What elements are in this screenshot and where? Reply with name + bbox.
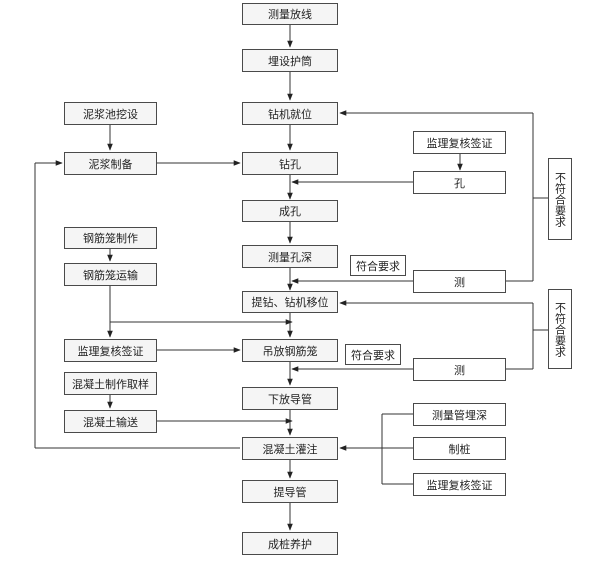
step-lower-cage: 吊放钢筋笼 [242, 339, 338, 362]
step-pile-making: 制桩 [413, 437, 506, 460]
step-concrete-transport: 混凝土输送 [64, 410, 157, 433]
step-measure-depth: 测量孔深 [242, 245, 338, 268]
step-casing: 埋设护筒 [242, 49, 338, 72]
label-ok-1: 符合要求 [350, 255, 406, 276]
step-rig-position: 钻机就位 [242, 102, 338, 125]
step-slurry-prep: 泥浆制备 [64, 152, 157, 175]
step-lower-tremie: 下放导管 [242, 387, 338, 410]
step-hole: 孔 [413, 171, 506, 194]
step-supervision-top: 监理复核签证 [413, 131, 506, 154]
step-hole-done: 成孔 [242, 200, 338, 222]
step-cage-make: 钢筋笼制作 [64, 227, 157, 249]
step-concrete-sample: 混凝土制作取样 [64, 372, 157, 395]
step-measure-1: 测 [413, 270, 506, 293]
step-drill: 钻孔 [242, 152, 338, 175]
step-pour: 混凝土灌注 [242, 437, 338, 460]
step-cage-transport: 钢筋笼运输 [64, 263, 157, 286]
step-survey: 测量放线 [242, 3, 338, 25]
step-supervision-bottom: 监理复核签证 [413, 473, 506, 496]
step-lift-drill: 提钻、钻机移位 [242, 291, 338, 313]
label-not-ok-2: 不符合要求 [548, 289, 572, 369]
label-ok-2: 符合要求 [345, 344, 401, 365]
label-not-ok-1: 不符合要求 [548, 158, 572, 240]
step-measure-2: 测 [413, 358, 506, 381]
step-lift-tremie: 提导管 [242, 480, 338, 503]
step-slurry-pit: 泥浆池挖设 [64, 102, 157, 125]
step-supervision-left: 监理复核签证 [64, 339, 157, 362]
step-cure: 成桩养护 [242, 532, 338, 555]
step-tube-depth: 测量管埋深 [413, 403, 506, 426]
